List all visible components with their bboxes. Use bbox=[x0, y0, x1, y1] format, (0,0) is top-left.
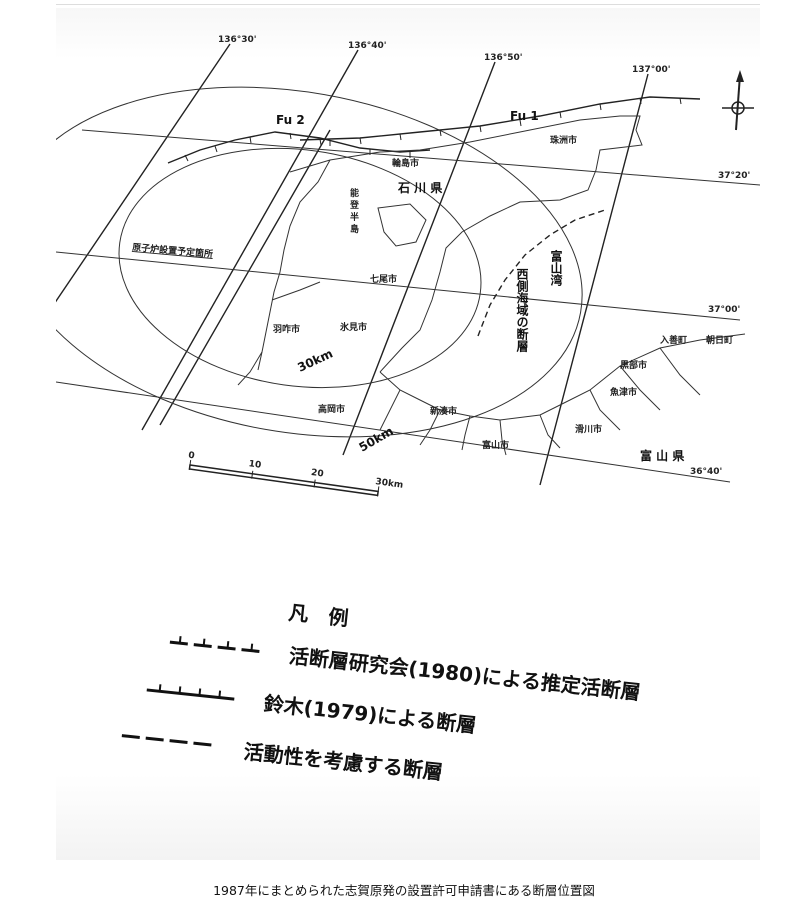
radius-50km-circle bbox=[56, 86, 583, 438]
place-suzu: 珠洲市 bbox=[550, 134, 577, 146]
label-west-fault: 西側海域の断層 bbox=[515, 268, 529, 353]
legend-item-estimated-active-fault: 活断層研究会(1980)による推定活断層 bbox=[169, 636, 642, 705]
place-uozu: 魚津市 bbox=[610, 386, 637, 398]
place-takaoka: 高岡市 bbox=[318, 403, 345, 415]
meridian-line bbox=[539, 73, 649, 486]
north-arrow-icon bbox=[722, 70, 754, 131]
place-namerikawa: 滑川市 bbox=[575, 423, 602, 435]
legend-label: 鈴木(1979)による断層 bbox=[263, 691, 478, 737]
radius-label-30km: 30km bbox=[295, 346, 335, 374]
place-himi: 氷見市 bbox=[339, 321, 367, 333]
fault-label-fu2: Fu 2 bbox=[276, 113, 305, 127]
place-noto: 半 bbox=[350, 211, 359, 223]
legend-label: 活断層研究会(1980)による推定活断層 bbox=[288, 644, 642, 705]
meridian-label: 136°30' bbox=[218, 35, 257, 45]
parallel-label: 37°00' bbox=[708, 305, 740, 315]
radius-30km-circle bbox=[118, 147, 482, 389]
scale-tick-label: 20 bbox=[310, 468, 324, 480]
meridian-label: 137°00' bbox=[632, 65, 671, 75]
toyama-bay-fault bbox=[477, 209, 606, 337]
meridian-line bbox=[141, 49, 359, 431]
place-nyuzen: 入善町 bbox=[659, 334, 687, 346]
reactor-site-label: 原子炉設置予定箇所 bbox=[132, 241, 214, 260]
parallel-label: 37°20' bbox=[718, 171, 750, 181]
place-noto: 登 bbox=[349, 199, 360, 211]
place-noto: 能 bbox=[350, 187, 359, 199]
coastline-noto bbox=[289, 115, 643, 373]
meridian-label: 136°50' bbox=[484, 53, 523, 63]
place-noto: 島 bbox=[350, 223, 359, 235]
fault-label-fu1: Fu 1 bbox=[510, 109, 539, 123]
coastline-west bbox=[257, 159, 331, 371]
meridian-label: 136°40' bbox=[348, 41, 387, 51]
radius-label-50km: 50km bbox=[357, 424, 396, 455]
place-asahi: 朝日町 bbox=[706, 334, 733, 346]
parallel-line bbox=[56, 251, 741, 321]
parallel-label: 36°40' bbox=[690, 467, 722, 477]
fault-fu1 bbox=[299, 96, 701, 141]
place-kurobe: 黒部市 bbox=[620, 359, 647, 371]
legend-title: 凡 例 bbox=[287, 600, 349, 630]
scale-tick-label: 30km bbox=[375, 477, 404, 491]
parallel-line bbox=[81, 129, 760, 186]
image-caption: 1987年にまとめられた志賀原発の設置許可申請書にある断層位置図 bbox=[213, 883, 595, 898]
scale-tick-label: 10 bbox=[248, 459, 262, 471]
place-toyama-pref: 富 山 県 bbox=[640, 448, 684, 463]
notojima-island bbox=[377, 203, 427, 247]
place-toyama-city: 富山市 bbox=[482, 439, 509, 451]
place-wajima: 輪島市 bbox=[392, 157, 419, 169]
place-hakui: 羽咋市 bbox=[273, 323, 300, 335]
scale-tick-label: 0 bbox=[188, 451, 196, 462]
meridian-line bbox=[159, 129, 331, 426]
rivers bbox=[237, 281, 701, 456]
legend-label: 活動性を考慮する断層 bbox=[243, 739, 444, 784]
place-ishikawa: 石 川 県 bbox=[397, 181, 442, 195]
meridian-line bbox=[56, 43, 231, 303]
legend-item-considered-fault: 活動性を考慮する断層 bbox=[121, 734, 444, 784]
legend: 凡 例 活断層研究会(1980)による推定活断層 鈴木(1979)による断層 活… bbox=[121, 600, 642, 784]
place-nanao: 七尾市 bbox=[370, 273, 397, 285]
top-divider bbox=[56, 4, 760, 5]
legend-item-suzuki-fault: 鈴木(1979)による断層 bbox=[146, 684, 478, 738]
fault-ticks bbox=[184, 97, 682, 162]
place-toyama-bay: 富山湾 bbox=[549, 249, 563, 287]
place-shinminato: 新湊市 bbox=[430, 405, 457, 417]
scale-bar: 0 10 20 30km bbox=[188, 451, 404, 497]
parallel-line bbox=[56, 381, 731, 483]
